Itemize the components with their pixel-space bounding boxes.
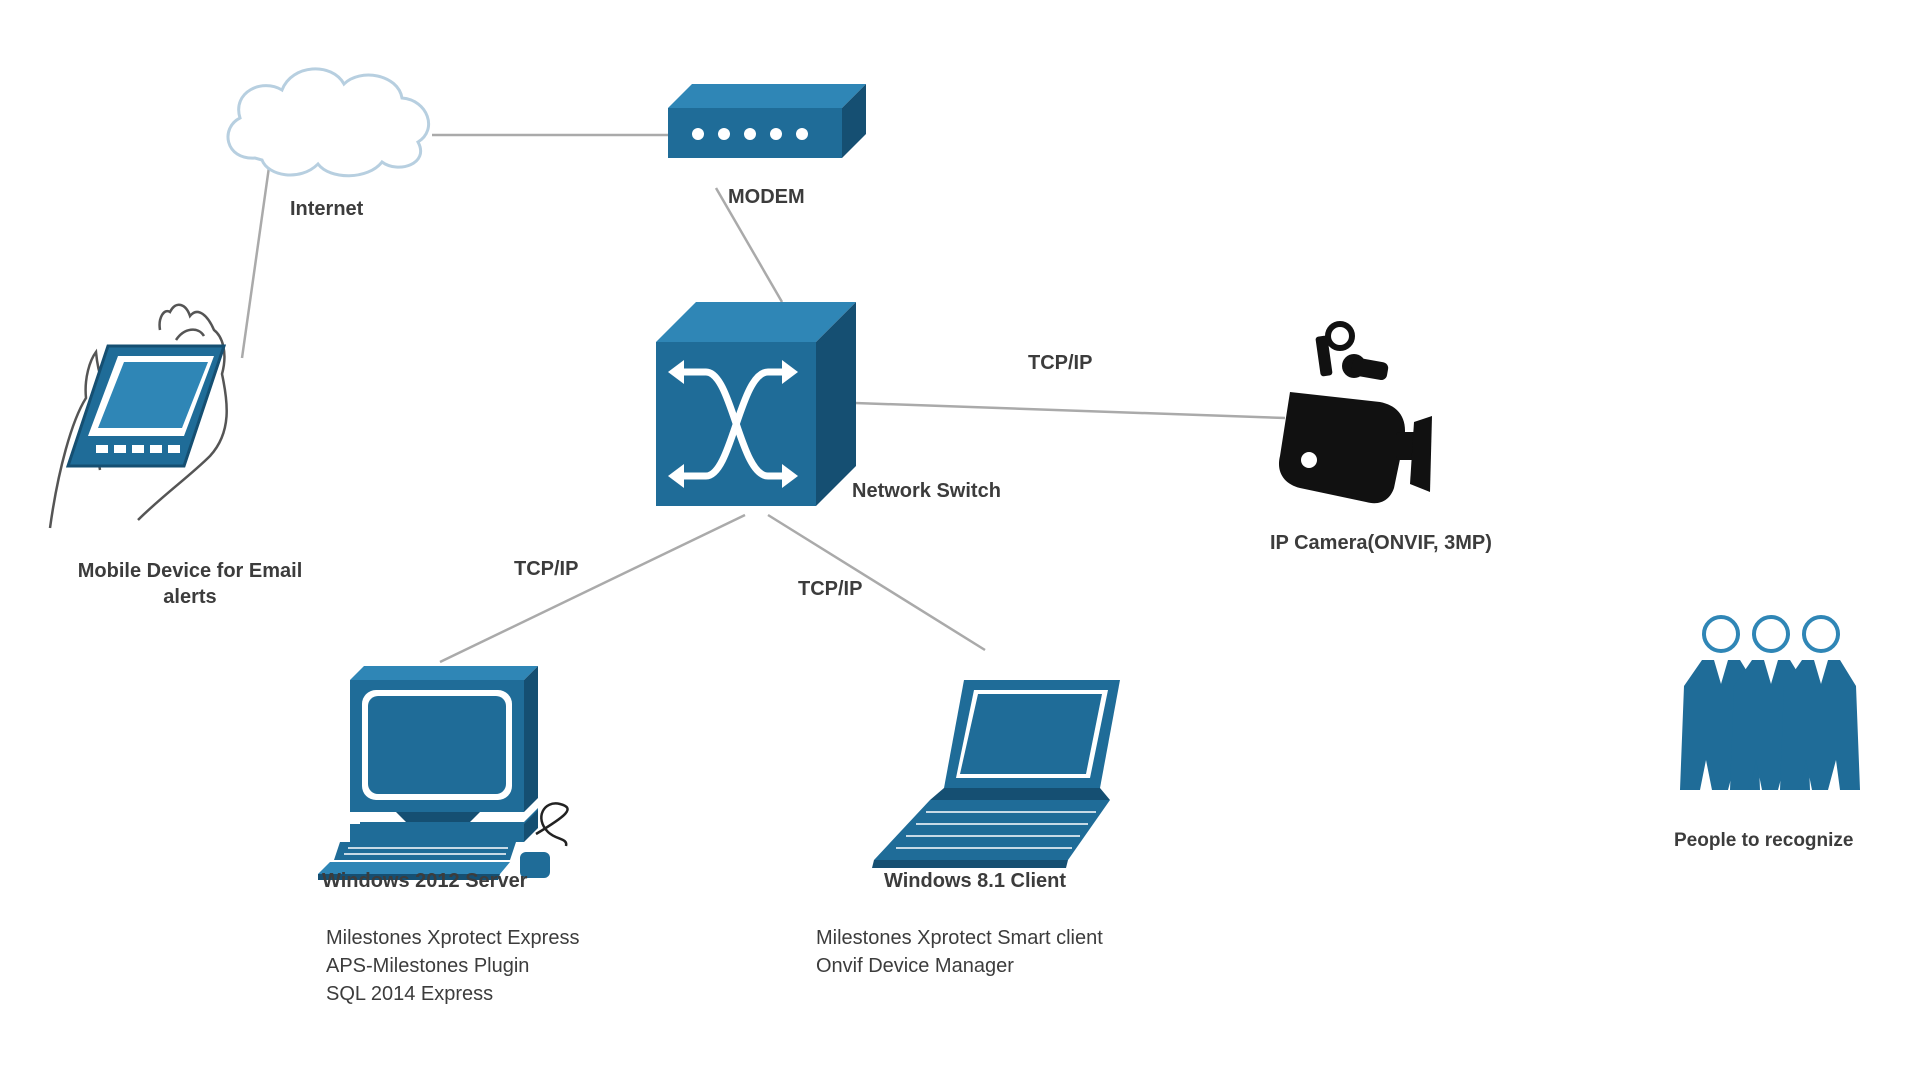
ip-camera-icon — [1278, 321, 1432, 504]
people-group-icon — [1680, 615, 1860, 790]
modem-icon — [668, 84, 866, 158]
network-switch-icon — [656, 302, 856, 506]
switch-camera-link-label: TCP/IP — [1028, 352, 1093, 374]
modem-label: MODEM — [728, 186, 805, 208]
desktop-computer-icon — [318, 666, 569, 880]
modem-switch-link — [714, 187, 784, 303]
server-software-list: Milestones Xprotect Express APS-Mileston… — [326, 924, 579, 1008]
client-software-item: Onvif Device Manager — [816, 955, 1014, 977]
switch-client-link — [767, 513, 986, 652]
connections — [240, 133, 1286, 664]
network-switch-label: Network Switch — [852, 480, 1001, 502]
client-software-list: Milestones Xprotect Smart client Onvif D… — [816, 924, 1103, 980]
client-software-item: Milestones Xprotect Smart client — [816, 927, 1103, 949]
switch-server-link — [439, 513, 746, 664]
mobile-device-label-line1: Mobile Device for Email — [77, 560, 303, 582]
cloud-icon — [226, 67, 430, 178]
ip-camera-label: IP Camera(ONVIF, 3MP) — [1270, 532, 1492, 554]
server-label: Windows 2012 Server — [322, 870, 528, 892]
laptop-icon — [872, 680, 1120, 868]
mobile-device-icon — [48, 303, 228, 529]
switch-camera-link — [854, 401, 1286, 420]
mobile-device-label-line2: alerts — [163, 586, 217, 608]
switch-client-link-label: TCP/IP — [798, 578, 863, 600]
mobile-device-label: Mobile Device for Email alerts — [78, 558, 303, 610]
cloud-mobile-link — [240, 159, 272, 359]
server-software-item: SQL 2014 Express — [326, 983, 494, 1005]
server-software-item: Milestones Xprotect Express — [326, 927, 580, 949]
people-label: People to recognize — [1674, 830, 1854, 851]
client-label: Windows 8.1 Client — [884, 870, 1067, 892]
switch-server-link-label: TCP/IP — [514, 558, 579, 580]
internet-label: Internet — [290, 198, 364, 220]
server-software-item: APS-Milestones Plugin — [326, 955, 530, 977]
